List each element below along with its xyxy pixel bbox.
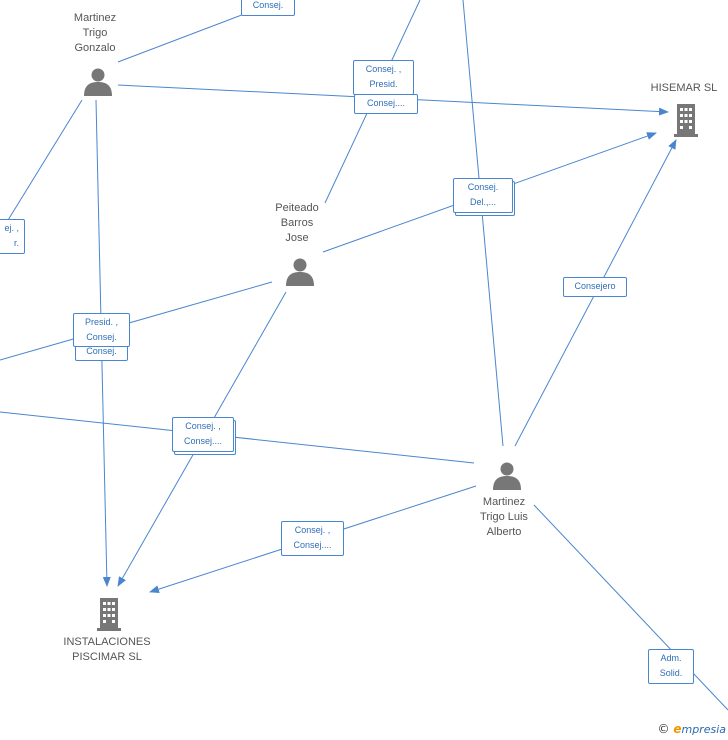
copyright-symbol: © <box>657 722 670 736</box>
node-label-hisemar[interactable]: HISEMAR SL <box>650 82 718 94</box>
brand-initial: e <box>673 722 682 736</box>
person-icon[interactable] <box>492 460 522 490</box>
edge-jose-left <box>0 281 273 361</box>
edge-label-luis-piscimar[interactable]: Consej. , Consej.... <box>281 521 344 556</box>
building-icon[interactable] <box>671 103 701 137</box>
node-label-piscimar[interactable]: INSTALACIONES PISCIMAR SL <box>63 636 151 663</box>
edge-label-top-consej[interactable]: Consej. <box>241 0 295 16</box>
person-icon[interactable] <box>83 66 113 96</box>
edge-left-luis <box>0 411 475 464</box>
edge-luis-offscreen <box>533 504 728 711</box>
node-label-jose[interactable]: Peiteado Barros Jose <box>275 202 319 244</box>
edge-label-jose-hisemar[interactable]: Consej. Del.,... <box>453 178 513 213</box>
edge-label-luis-hisemar[interactable]: Consejero <box>563 277 627 297</box>
edge-label-luis-offscreen[interactable]: Adm. Solid. <box>648 649 694 684</box>
building-icon[interactable] <box>94 597 124 631</box>
edge-label-gonzalo-hisemar-2[interactable]: Consej.... <box>354 94 418 114</box>
edge-label-left-partial[interactable]: ej. , r. <box>0 219 25 254</box>
watermark: © empresia <box>658 722 726 736</box>
node-label-gonzalo[interactable]: Martinez Trigo Gonzalo <box>73 12 117 54</box>
edge-gonzalo-left <box>4 99 83 226</box>
edge-label-gonzalo-piscimar[interactable]: Presid. , Consej. <box>73 313 130 347</box>
edge-label-jose-piscimar[interactable]: Consej. , Consej.... <box>172 417 234 452</box>
person-icon[interactable] <box>285 256 315 286</box>
brand-name: mpresia <box>681 723 726 736</box>
node-label-luis[interactable]: Martinez Trigo Luis Alberto <box>480 496 528 538</box>
edge-top-luis <box>462 0 504 447</box>
edge-label-gonzalo-hisemar[interactable]: Consej. , Presid. <box>353 60 414 95</box>
